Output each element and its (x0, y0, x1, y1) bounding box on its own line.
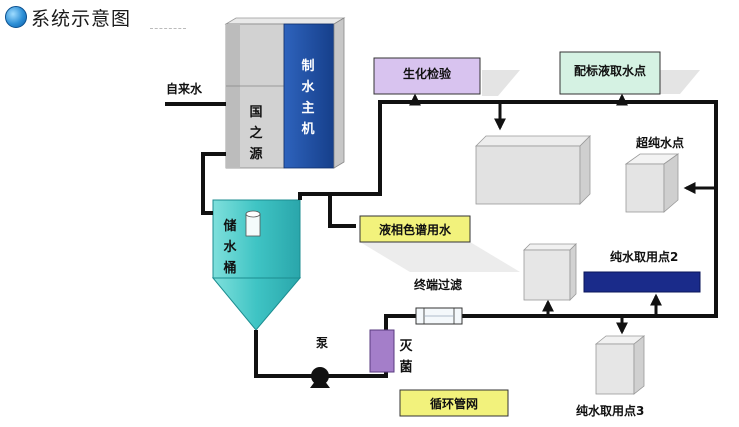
pure-point-3-label: 纯水取用点3 (576, 404, 645, 418)
sterilizer-unit (369, 329, 395, 373)
title-text: 系统示意图 (31, 7, 132, 30)
main-unit-label: 制水主机 (301, 59, 315, 137)
brand-label: 国之源 (249, 105, 263, 162)
pump-icon (310, 367, 330, 388)
diagram-title: 系统示意图 (5, 4, 131, 30)
reagent-point-label: 配标液取水点 (573, 63, 646, 78)
pure-point-2-label: 纯水取用点2 (610, 250, 679, 264)
lab-equipment-box (475, 135, 591, 205)
biochem-test-label: 生化检验 (402, 66, 451, 81)
chromatography-box (359, 215, 520, 272)
sterilizer-label: 灭菌 (399, 339, 413, 375)
title-divider (150, 28, 186, 29)
terminal-filter-label: 终端过滤 (414, 278, 463, 292)
bullet-icon (5, 6, 27, 28)
pump-label: 泵 (316, 336, 329, 350)
arrow-icon (409, 93, 716, 335)
ultrapure-cube (624, 153, 680, 213)
reagent-point-box (559, 51, 700, 95)
pure-point-cube (523, 243, 577, 301)
main-unit (224, 17, 346, 169)
tap-water-label: 自来水 (166, 82, 203, 96)
pure-point-2-bar (583, 271, 701, 293)
loop-network-label: 循环管网 (429, 396, 478, 411)
pure-point-3-cube (594, 335, 646, 395)
biochem-test-box (373, 57, 520, 96)
storage-tank-label: 储水桶 (223, 219, 237, 276)
chromatography-label: 液相色谱用水 (378, 222, 451, 237)
ultrapure-point-label: 超纯水点 (636, 136, 685, 150)
loop-network-box (399, 389, 509, 417)
terminal-filter (415, 307, 463, 325)
storage-tank (211, 199, 302, 331)
